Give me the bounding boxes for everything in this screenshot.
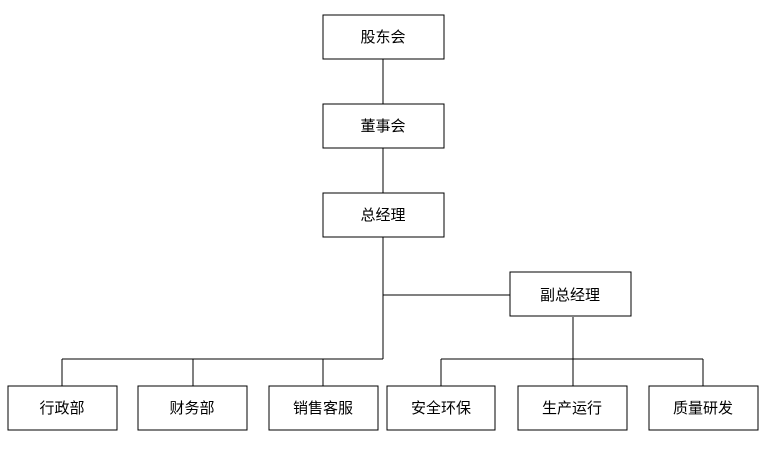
node-deputy-general-manager: 副总经理 (509, 271, 632, 317)
node-dept-admin: 行政部 (7, 385, 118, 431)
node-dept-sales-box (268, 385, 379, 431)
node-board-label: 董事会 (360, 117, 405, 135)
node-deputy-general-manager-label: 副总经理 (540, 286, 600, 304)
node-dept-safety-label: 安全环保 (411, 399, 471, 417)
node-dept-quality-box (648, 385, 759, 431)
node-general-manager: 总经理 (322, 192, 445, 238)
node-board-box (322, 103, 445, 149)
node-dept-production-label: 生产运行 (542, 399, 602, 417)
node-board: 董事会 (322, 103, 445, 149)
node-dept-production-box (517, 385, 628, 431)
node-deputy-general-manager-box (509, 271, 632, 317)
node-dept-quality-label: 质量研发 (673, 399, 733, 417)
node-dept-safety-box (386, 385, 496, 431)
node-dept-finance-label: 财务部 (169, 399, 214, 417)
node-dept-admin-label: 行政部 (39, 399, 84, 417)
connectors (61, 59, 704, 386)
node-dept-quality: 质量研发 (648, 385, 759, 431)
node-general-manager-box (322, 192, 445, 238)
node-shareholders: 股东会 (322, 14, 445, 60)
node-dept-finance: 财务部 (137, 385, 248, 431)
node-dept-admin-box (7, 385, 118, 431)
node-dept-sales: 销售客服 (268, 385, 379, 431)
node-dept-sales-label: 销售客服 (293, 399, 353, 417)
node-dept-safety: 安全环保 (386, 385, 496, 431)
node-general-manager-label: 总经理 (360, 206, 405, 224)
node-shareholders-label: 股东会 (360, 28, 405, 46)
node-dept-finance-box (137, 385, 248, 431)
node-shareholders-box (322, 14, 445, 60)
node-dept-production: 生产运行 (517, 385, 628, 431)
